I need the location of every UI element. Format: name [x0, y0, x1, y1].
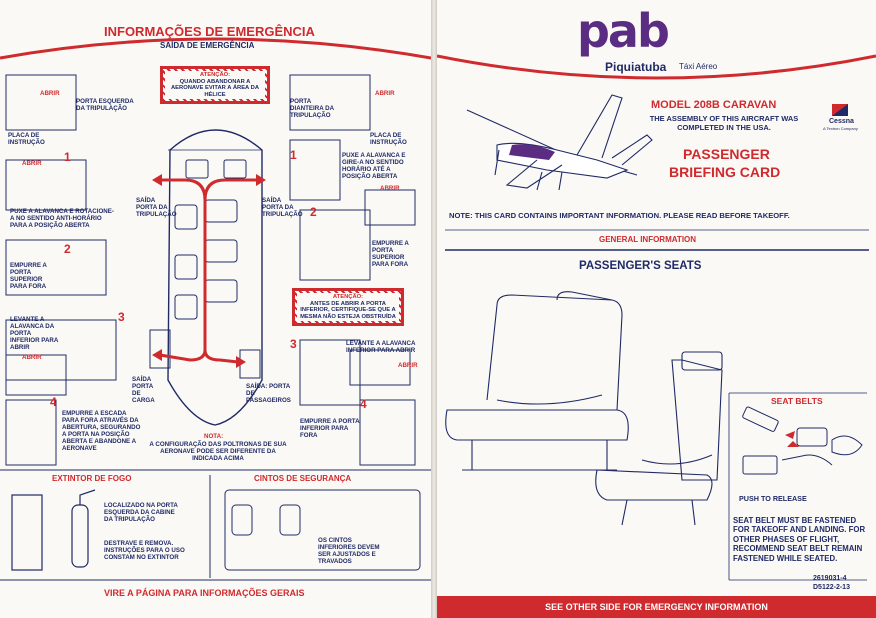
card-fold: [431, 0, 437, 618]
exit-trip-left: SAÍDA PORTA DA TRIPULAÇÃO: [136, 197, 177, 218]
label-placa-left: PLACA DE INSTRUÇÃO: [8, 132, 45, 146]
left-title: INFORMAÇÕES DE EMERGÊNCIA: [104, 24, 315, 39]
step-number-2: 2: [310, 205, 317, 219]
step3-left-text: LEVANTE A ALAVANCA DA PORTA INFERIOR PAR…: [10, 316, 59, 351]
step4-left-text: EMPURRE A ESCADA PARA FORA ATRAVÉS DA AB…: [62, 410, 141, 452]
nota-heading: NOTA:: [204, 433, 224, 440]
seat-belts-heading: SEAT BELTS: [771, 396, 823, 406]
step-number-2: 2: [64, 242, 71, 256]
step2-left-text: EMPURRE A PORTA SUPERIOR PARA FORA: [10, 262, 47, 290]
exit-trip-right: SAÍDA PORTA DA TRIPULAÇÃO: [262, 197, 303, 218]
left-page-graphics: [0, 37, 431, 581]
abrir-label: ABRIR: [380, 185, 400, 192]
nota-body: A CONFIGURAÇÃO DAS POLTRONAS DE SUA AERO…: [149, 441, 287, 462]
label-placa-right: PLACA DE INSTRUÇÃO: [370, 132, 407, 146]
important-note: NOTE: THIS CARD CONTAINS IMPORTANT INFOR…: [449, 211, 790, 220]
brand-sub: Táxi Aéreo: [679, 62, 718, 71]
step-number-4: 4: [360, 397, 367, 411]
left-subtitle: SAÍDA DE EMERGÊNCIA: [160, 41, 255, 50]
model-title: MODEL 208B CARAVAN: [651, 99, 777, 111]
right-page-graphics: [437, 54, 876, 581]
attention-propeller: ATENÇÃO: QUANDO ABANDONAR A AERONAVE EVI…: [160, 66, 270, 105]
abrir-label: ABRIR: [398, 362, 418, 369]
cessna-logo-text: Cessna: [829, 118, 854, 125]
left-footer: VIRE A PÁGINA PARA INFORMAÇÕES GERAIS: [104, 588, 305, 598]
step1-right-text: PUXE A ALAVANCA E GIRE-A NO SENTIDO HORÁ…: [342, 152, 406, 180]
card-code-2: D5122-2-13: [813, 584, 850, 591]
card-code-1: 2619031-4: [813, 575, 847, 582]
emergency-card-left: INFORMAÇÕES DE EMERGÊNCIA SAÍDA DE EMERG…: [0, 0, 431, 618]
push-to-release: PUSH TO RELEASE: [739, 494, 807, 503]
seat-belt-instruction: SEAT BELT MUST BE FASTENED FOR TAKEOFF A…: [733, 516, 866, 563]
attention-heading: ATENÇÃO:: [332, 294, 364, 300]
attention-text: QUANDO ABANDONAR A AERONAVE EVITAR A ÁRE…: [170, 78, 260, 98]
step1-left-text: PUXE A ALAVANCA E ROTACIONE-A NO SENTIDO…: [10, 208, 114, 229]
cintos-title: CINTOS DE SEGURANÇA: [254, 474, 352, 483]
abrir-label: ABRIR: [22, 354, 42, 361]
step3-right-text: LEVANTE A ALAVANCA INFERIOR PARA ABRIR: [346, 340, 416, 354]
extintor-location: LOCALIZADO NA PORTA ESQUERDA DA CABINE D…: [104, 502, 178, 523]
assembly-note: THE ASSEMBLY OF THIS AIRCRAFT WAS COMPLE…: [649, 114, 799, 132]
step4-right-text: EMPURRE A PORTA INFERIOR PARA FORA: [300, 418, 360, 439]
label-porta-esq: PORTA ESQUERDA DA TRIPULAÇÃO: [76, 98, 134, 112]
attention-text: ANTES DE ABRIR A PORTA INFERIOR, CERTIFI…: [300, 300, 396, 320]
general-info-heading: GENERAL INFORMATION: [599, 235, 697, 244]
extintor-title: EXTINTOR DE FOGO: [52, 474, 132, 483]
step-number-1: 1: [290, 148, 297, 162]
exit-cargo: SAÍDA PORTA DE CARGA: [132, 376, 155, 404]
briefing-card-right: pab Piquiatuba Táxi Aéreo MODEL 208B CAR…: [437, 0, 876, 618]
right-footer: SEE OTHER SIDE FOR EMERGENCY INFORMATION: [437, 596, 876, 618]
step2-right-text: EMPURRE A PORTA SUPERIOR PARA FORA: [372, 240, 409, 268]
attention-lower-door: ATENÇÃO: ANTES DE ABRIR A PORTA INFERIOR…: [292, 288, 404, 327]
step-number-3: 3: [290, 337, 297, 351]
attention-heading: ATENÇÃO:: [199, 72, 231, 78]
step-number-1: 1: [64, 150, 71, 164]
cessna-sub: A Textron Company: [823, 126, 858, 131]
card-title-passenger: PASSENGER: [683, 146, 770, 162]
label-porta-dir: PORTA DIANTEIRA DA TRIPULAÇÃO: [290, 98, 334, 119]
abrir-label: ABRIR: [375, 90, 395, 97]
pab-logo: pab: [577, 4, 670, 58]
brand-name: Piquiatuba: [605, 60, 667, 74]
extintor-instructions: DESTRAVE E REMOVA. INSTRUÇÕES PARA O USO…: [104, 540, 185, 561]
step-number-4: 4: [50, 395, 57, 409]
step-number-3: 3: [118, 310, 125, 324]
cintos-text: OS CINTOS INFERIORES DEVEM SER AJUSTADOS…: [318, 537, 380, 565]
abrir-label: ABRIR: [22, 160, 42, 167]
abrir-label: ABRIR: [40, 90, 60, 97]
passengers-seats-heading: PASSENGER'S SEATS: [579, 260, 702, 272]
card-title-briefing: BRIEFING CARD: [669, 164, 781, 180]
exit-pass: SAÍDA: PORTA DE PASSAGEIROS: [246, 383, 291, 404]
